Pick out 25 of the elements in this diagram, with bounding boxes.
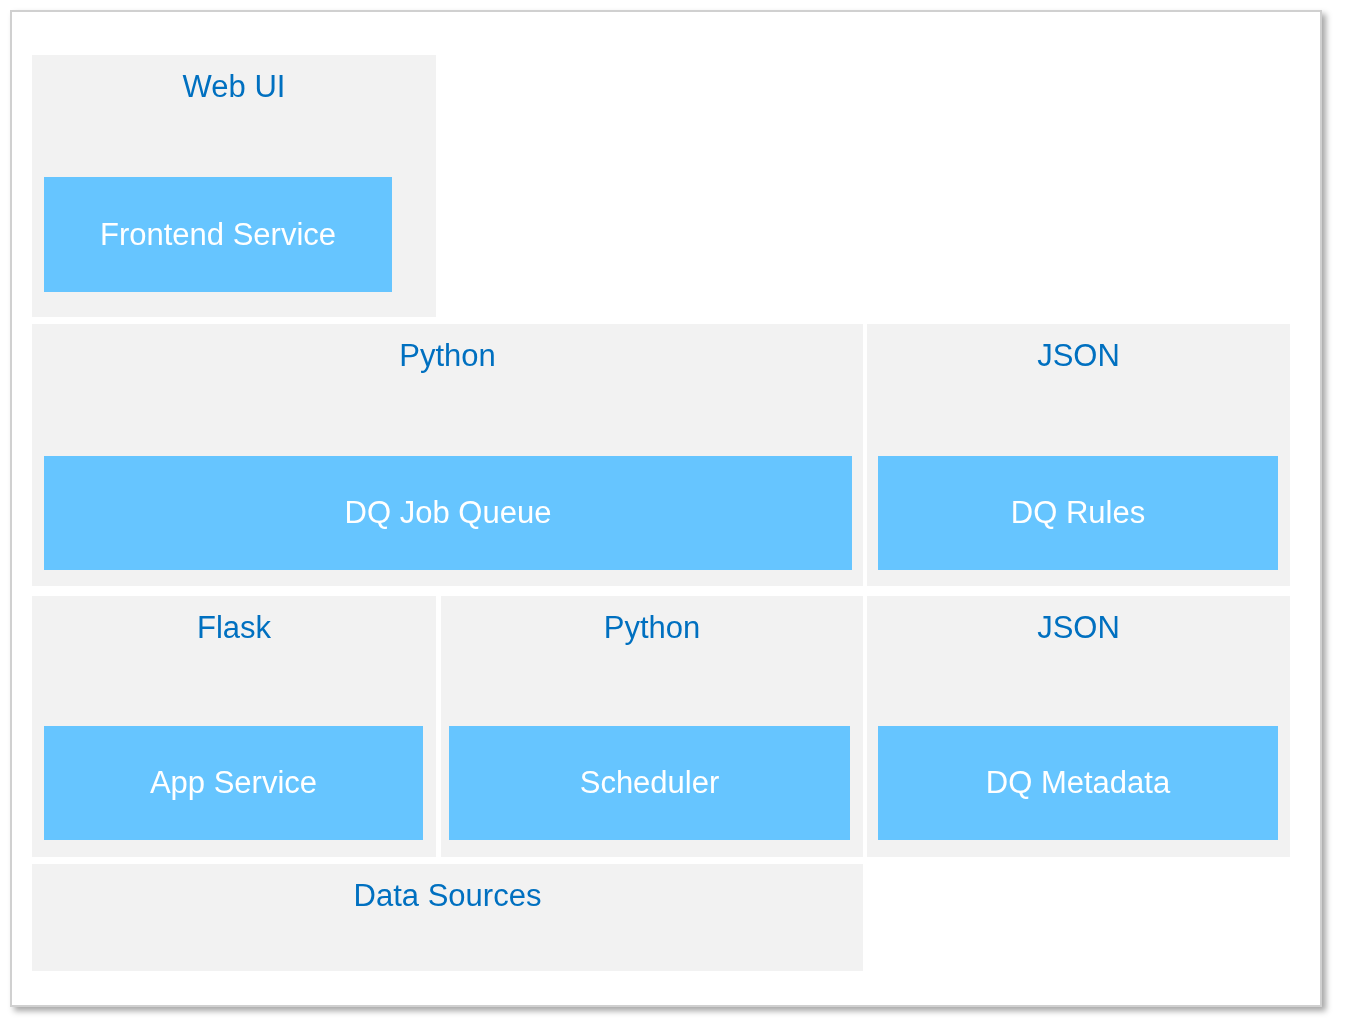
box-label: App Service	[149, 765, 318, 801]
layer-panel	[32, 55, 436, 317]
service-box	[878, 726, 1278, 840]
panel-title: Data Sources	[353, 878, 542, 913]
layer-panel	[441, 596, 863, 857]
box-label: DQ Job Queue	[344, 495, 552, 531]
panel-title: Flask	[196, 610, 272, 645]
service-box	[44, 726, 423, 840]
layer-panel	[867, 596, 1290, 857]
layer-panel	[32, 596, 436, 857]
layer-panel	[32, 324, 863, 586]
panel-title: Python	[399, 338, 496, 373]
service-box	[44, 177, 392, 292]
panel-title: Python	[603, 610, 701, 645]
service-box	[878, 456, 1278, 570]
panel-title: JSON	[1037, 610, 1120, 645]
service-box	[449, 726, 850, 840]
panel-title: JSON	[1037, 338, 1120, 373]
box-label: Frontend Service	[99, 216, 337, 253]
service-box	[44, 456, 852, 570]
box-label: Scheduler	[579, 765, 720, 801]
layer-panel	[867, 324, 1290, 586]
box-label: DQ Metadata	[985, 765, 1171, 801]
box-label: DQ Rules	[1010, 495, 1146, 531]
panel-title: Web UI	[182, 69, 286, 104]
